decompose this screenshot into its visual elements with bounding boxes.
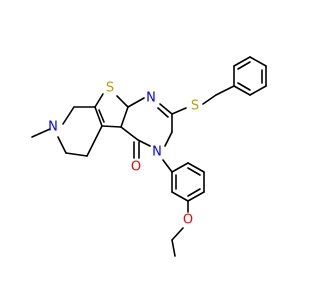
bond — [57, 136, 67, 154]
bond — [171, 191, 189, 202]
bond — [65, 152, 88, 157]
bond — [187, 188, 201, 197]
bond — [233, 85, 251, 96]
bond — [137, 139, 151, 147]
bond — [237, 61, 251, 70]
atom-label-sulfur-thiophene: S — [106, 81, 114, 96]
molecule-structure: S N S N N O O — [31, 56, 267, 257]
bond — [233, 56, 251, 67]
bond — [127, 97, 145, 108]
bond — [94, 93, 104, 108]
bond — [249, 56, 267, 67]
bonds — [31, 56, 267, 257]
bond — [86, 125, 103, 157]
atom-label-sulfur-thioether: S — [191, 99, 199, 114]
bond — [120, 126, 139, 141]
bond — [120, 106, 129, 128]
atom-label-nitrogen-piperidine: N — [48, 120, 58, 135]
atom-label-oxygen-carbonyl: O — [131, 160, 141, 175]
bond — [237, 82, 251, 91]
bond — [116, 95, 129, 108]
atom-label-nitrogen-ring: N — [152, 145, 162, 160]
bond — [157, 107, 169, 118]
bond — [62, 106, 75, 125]
bond — [171, 107, 187, 115]
bond — [249, 85, 267, 96]
bond — [98, 109, 105, 123]
structure-canvas: S N S N N O O — [31, 56, 267, 257]
bond — [215, 85, 235, 96]
atom-labels: S N S N N O O — [48, 81, 199, 228]
bond — [101, 125, 122, 128]
bond — [187, 191, 205, 202]
bond — [187, 162, 205, 173]
bond — [31, 128, 51, 138]
bond — [94, 106, 103, 127]
bond — [162, 159, 173, 173]
atom-label-oxygen-ether: O — [183, 213, 193, 228]
bond — [171, 162, 189, 173]
bond — [171, 227, 184, 241]
bond — [202, 94, 217, 105]
atom-label-nitrogen-pyrimidine: N — [146, 91, 156, 106]
bond — [187, 167, 201, 176]
bond — [164, 131, 173, 147]
bond — [159, 103, 173, 115]
bond — [171, 239, 176, 257]
